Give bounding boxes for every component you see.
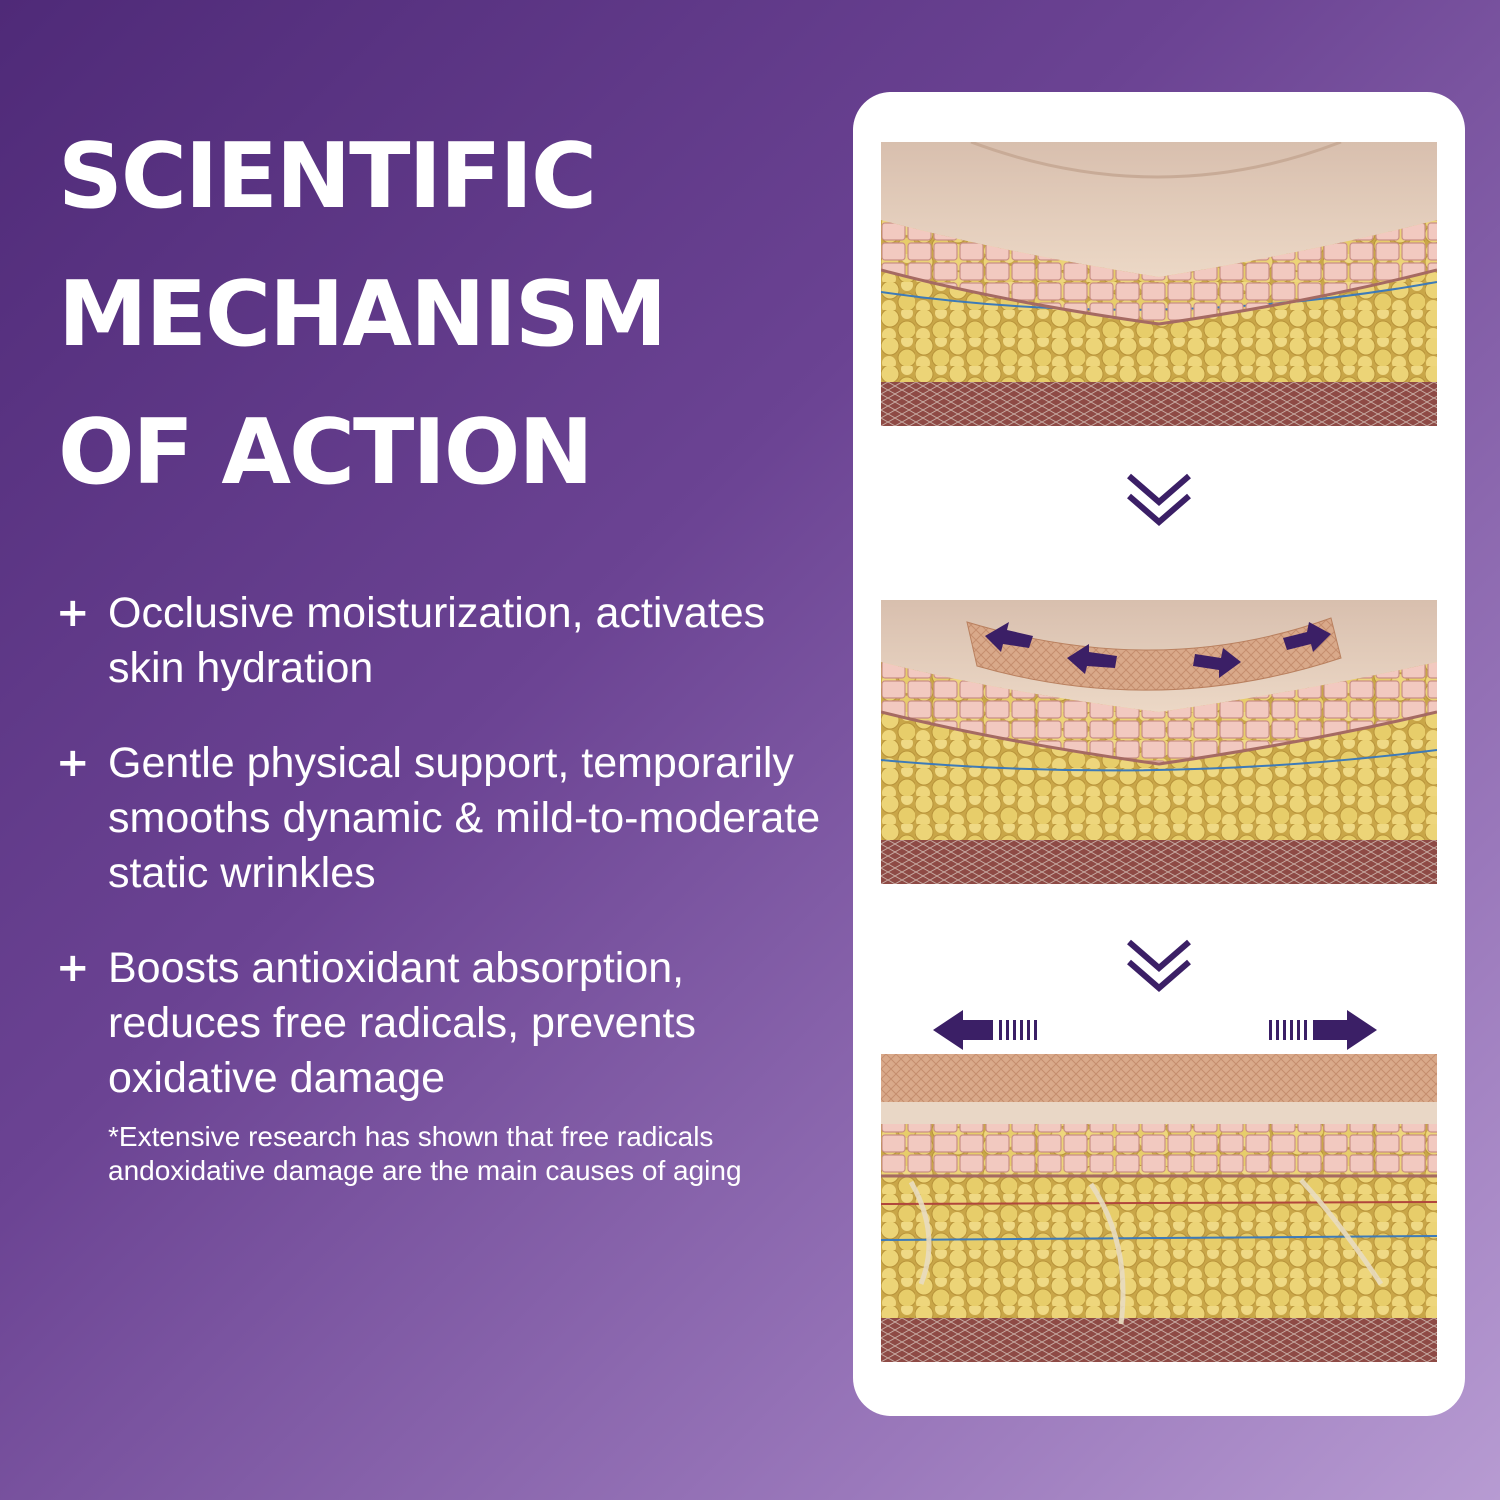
page-title: SCIENTIFIC MECHANISM OF ACTION (58, 108, 667, 522)
chevron-down-icon (1127, 473, 1191, 526)
mechanism-diagram-card (853, 92, 1465, 1416)
benefit-text: Gentle physical support, temporarily smo… (108, 739, 821, 897)
benefit-list: + Occlusive moisturization, activates sk… (56, 586, 836, 1188)
arrow-right-icon (1269, 1010, 1377, 1050)
benefit-text: Occlusive moisturization, activates skin… (108, 589, 766, 692)
chevron-down-icon (1127, 939, 1191, 992)
benefit-item: + Boosts antioxidant absorption, reduces… (56, 941, 836, 1188)
skin-panel-patch-applied (881, 600, 1437, 884)
plus-icon: + (56, 945, 90, 991)
benefit-text: Boosts antioxidant absorption, reduces f… (108, 944, 696, 1102)
benefit-item: + Occlusive moisturization, activates sk… (56, 586, 836, 696)
title-line-2: MECHANISM (58, 262, 667, 367)
skin-panel-wrinkled (881, 142, 1437, 426)
footnote: *Extensive research has shown that free … (108, 1121, 742, 1186)
title-line-3: OF ACTION (58, 400, 594, 505)
plus-icon: + (56, 590, 90, 636)
plus-icon: + (56, 740, 90, 786)
title-line-1: SCIENTIFIC (58, 124, 597, 229)
benefit-item: + Gentle physical support, temporarily s… (56, 736, 836, 901)
arrow-left-icon (933, 1010, 1037, 1050)
skin-panel-smoothed (881, 1054, 1437, 1362)
